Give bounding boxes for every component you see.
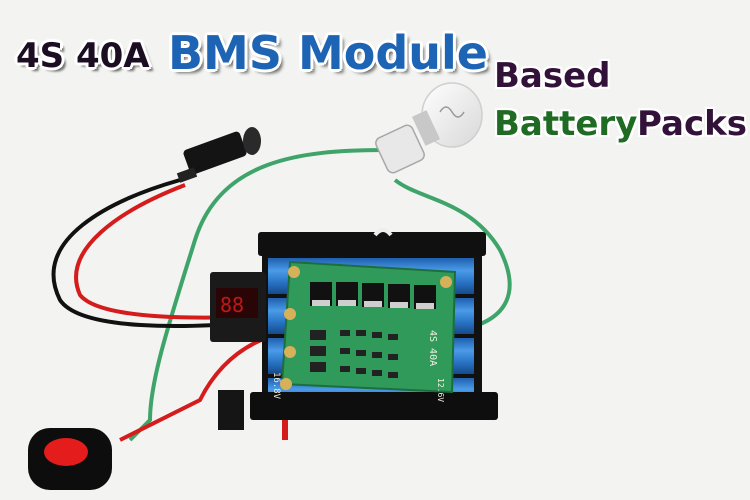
rocker-switch (28, 428, 112, 490)
pcb-model-label: 4S 40A (427, 330, 438, 366)
title-line3a: Battery (494, 104, 638, 144)
voltmeter-display: 88 (210, 272, 266, 342)
title-line3b: Packs (637, 104, 747, 144)
black-wire (51, 178, 286, 328)
title-part1: 4S 40A (16, 36, 150, 76)
green-wire-left (128, 148, 386, 442)
bms-pcb: 4S 40A 16.8V 12.6V (271, 260, 457, 402)
pcb-voltage-label-2: 12.6V (436, 378, 445, 402)
svg-text:88: 88 (220, 293, 244, 317)
title-part2: BMS Module (168, 26, 489, 80)
light-bulb (375, 82, 483, 174)
red-wire (74, 183, 286, 320)
title-line2: Based (494, 56, 611, 96)
dc-jack (176, 127, 261, 183)
green-wire-right (299, 178, 512, 333)
pcb-voltage-label: 16.8V (271, 372, 281, 400)
